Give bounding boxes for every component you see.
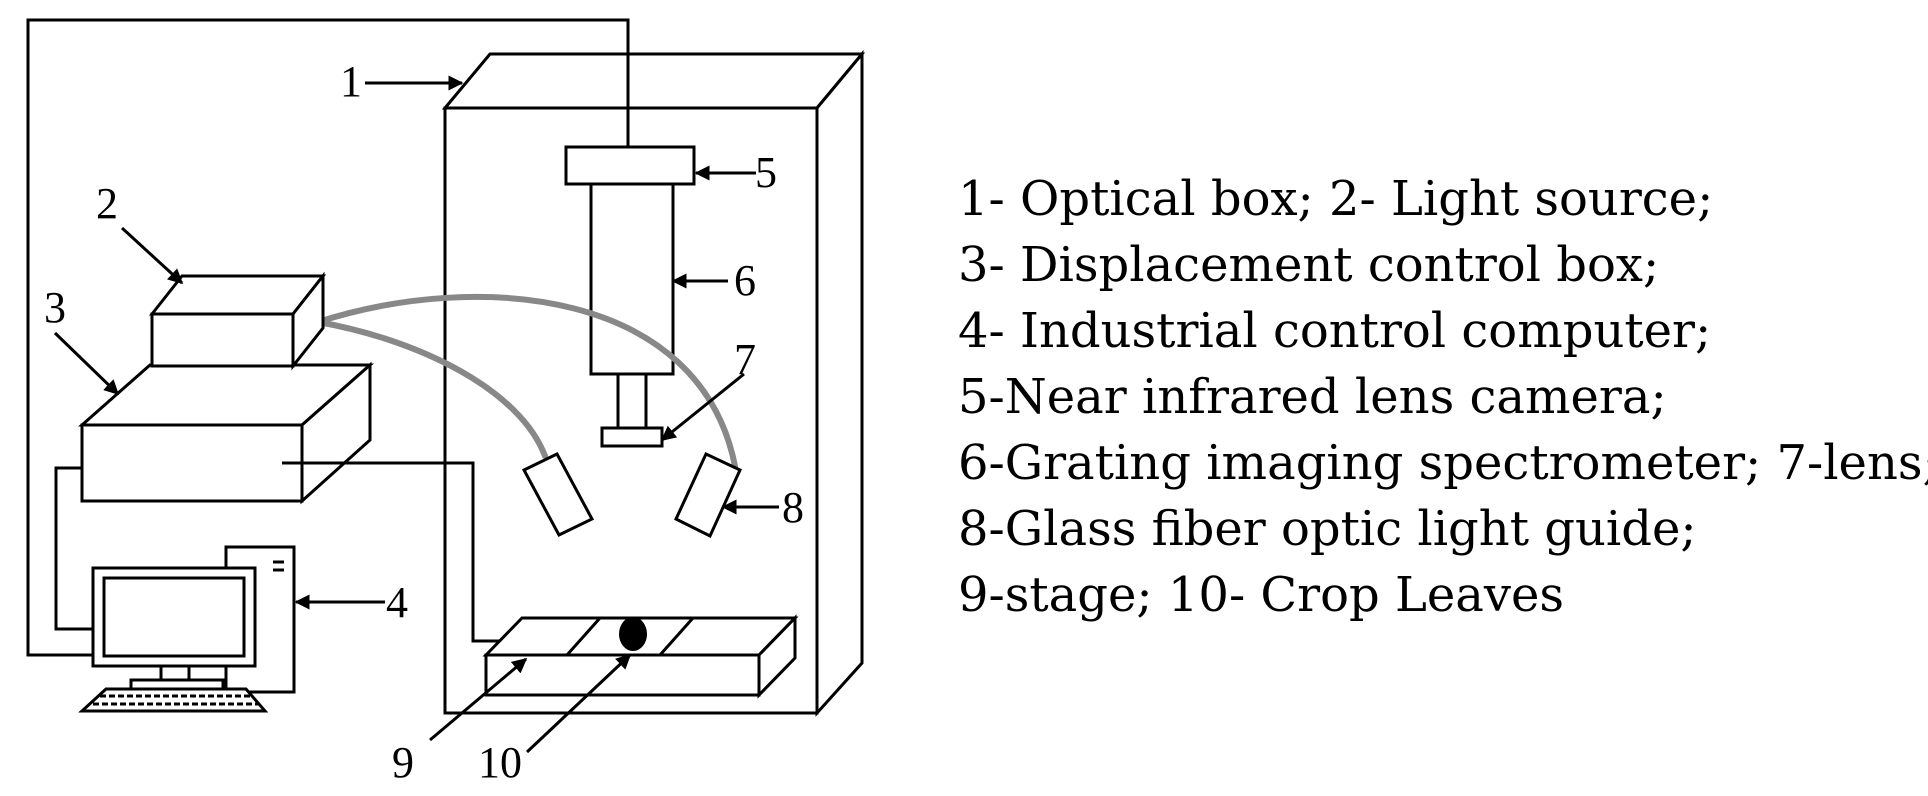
fiber-left <box>315 319 548 459</box>
nir-camera <box>564 145 696 186</box>
legend-line: 9-stage; 10- Crop Leaves <box>958 567 1565 623</box>
crop-leaf <box>619 617 647 651</box>
grating-spectrometer <box>589 182 675 376</box>
industrial-computer <box>78 545 296 713</box>
label-1: 1 <box>340 57 362 106</box>
label-6: 6 <box>734 256 756 305</box>
legend-line: 5-Near infrared lens camera; <box>958 369 1667 425</box>
legend-line: 8-Glass fiber optic light guide; <box>958 501 1697 557</box>
legend-line: 4- Industrial control computer; <box>958 303 1712 359</box>
lens <box>600 426 664 448</box>
light-guide-right <box>674 451 742 539</box>
light-source <box>148 271 327 371</box>
callout-arrows <box>53 75 779 754</box>
displacement-control-box <box>78 361 374 505</box>
label-10: 10 <box>478 738 522 787</box>
label-2: 2 <box>96 179 118 228</box>
light-guide-left <box>521 452 595 537</box>
label-4: 4 <box>386 578 408 627</box>
label-7: 7 <box>734 335 756 384</box>
camera-cable <box>26 18 630 657</box>
label-8: 8 <box>782 483 804 532</box>
legend-line: 3- Displacement control box; <box>958 237 1660 293</box>
legend: 1- Optical box; 2- Light source; 3- Disp… <box>958 166 1928 628</box>
label-5: 5 <box>755 148 777 197</box>
control-cable <box>54 466 93 631</box>
legend-line: 6-Grating imaging spectrometer; 7-lens; <box>958 435 1928 491</box>
label-3: 3 <box>44 283 66 332</box>
legend-line: 1- Optical box; 2- Light source; <box>958 171 1714 227</box>
stage-cable <box>282 461 500 643</box>
label-9: 9 <box>392 738 414 787</box>
lens-neck <box>616 372 648 430</box>
